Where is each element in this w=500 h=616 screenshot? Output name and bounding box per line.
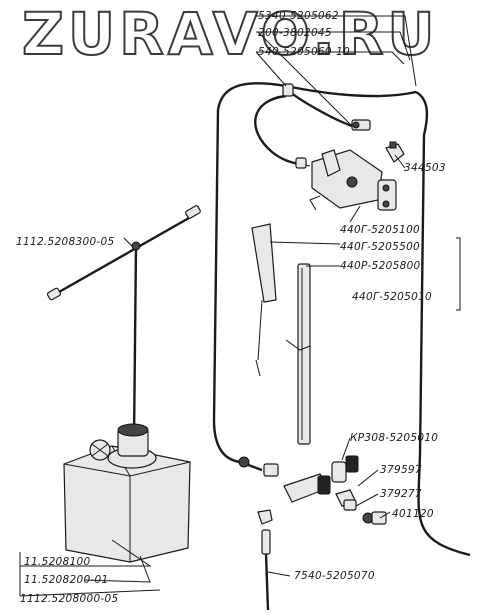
label-valve: КР308-5205010 xyxy=(350,432,439,444)
label-379597: 379597 xyxy=(380,464,422,476)
label-wiper-blade: 440Р-5205800 xyxy=(340,260,421,272)
washer-tee xyxy=(46,205,201,441)
fitting-344503 xyxy=(385,141,405,163)
wiper-blade xyxy=(285,263,311,445)
label-wiper-group: 440Г-5205010 xyxy=(352,291,433,303)
hose-upper xyxy=(289,91,353,128)
fittings-lower-right xyxy=(343,499,387,525)
air-pipe-outer xyxy=(212,82,287,464)
label-reservoir-2: 11.5208200-01 xyxy=(24,574,109,586)
label-401120: 401120 xyxy=(392,508,434,520)
wiper-arm xyxy=(251,223,277,377)
label-344503: 344503 xyxy=(404,162,446,174)
air-pipe-top xyxy=(285,84,417,98)
label-top-2: 200-3802045 xyxy=(258,27,332,39)
label-reservoir-3: 1112.5208000-05 xyxy=(20,593,119,605)
wiper-motor-body xyxy=(295,149,397,211)
hose-to-motor xyxy=(254,94,299,166)
label-wiper-motor: 440Г-5205100 xyxy=(340,224,421,236)
label-wiper-arm: 440Г-5205500 xyxy=(340,241,421,253)
washer-reservoir xyxy=(63,423,191,563)
hose-clamp-top xyxy=(282,83,294,97)
label-379277: 379277 xyxy=(380,488,422,500)
label-reservoir-1: 11.5208100 xyxy=(24,556,91,568)
air-pipe-loop xyxy=(415,90,471,557)
label-tube-lower: 7540-5205070 xyxy=(294,570,375,582)
watermark: ZURAVO.RU xyxy=(21,0,439,68)
label-top-1: 5340-5205062 xyxy=(258,10,339,22)
label-washer-tee: 1112.5208300-05 xyxy=(16,236,115,248)
fitting-upper xyxy=(351,119,371,131)
valve-assembly xyxy=(238,455,359,611)
leader-lines xyxy=(19,15,461,597)
label-top-3: 540-5205060-10 xyxy=(258,46,350,58)
